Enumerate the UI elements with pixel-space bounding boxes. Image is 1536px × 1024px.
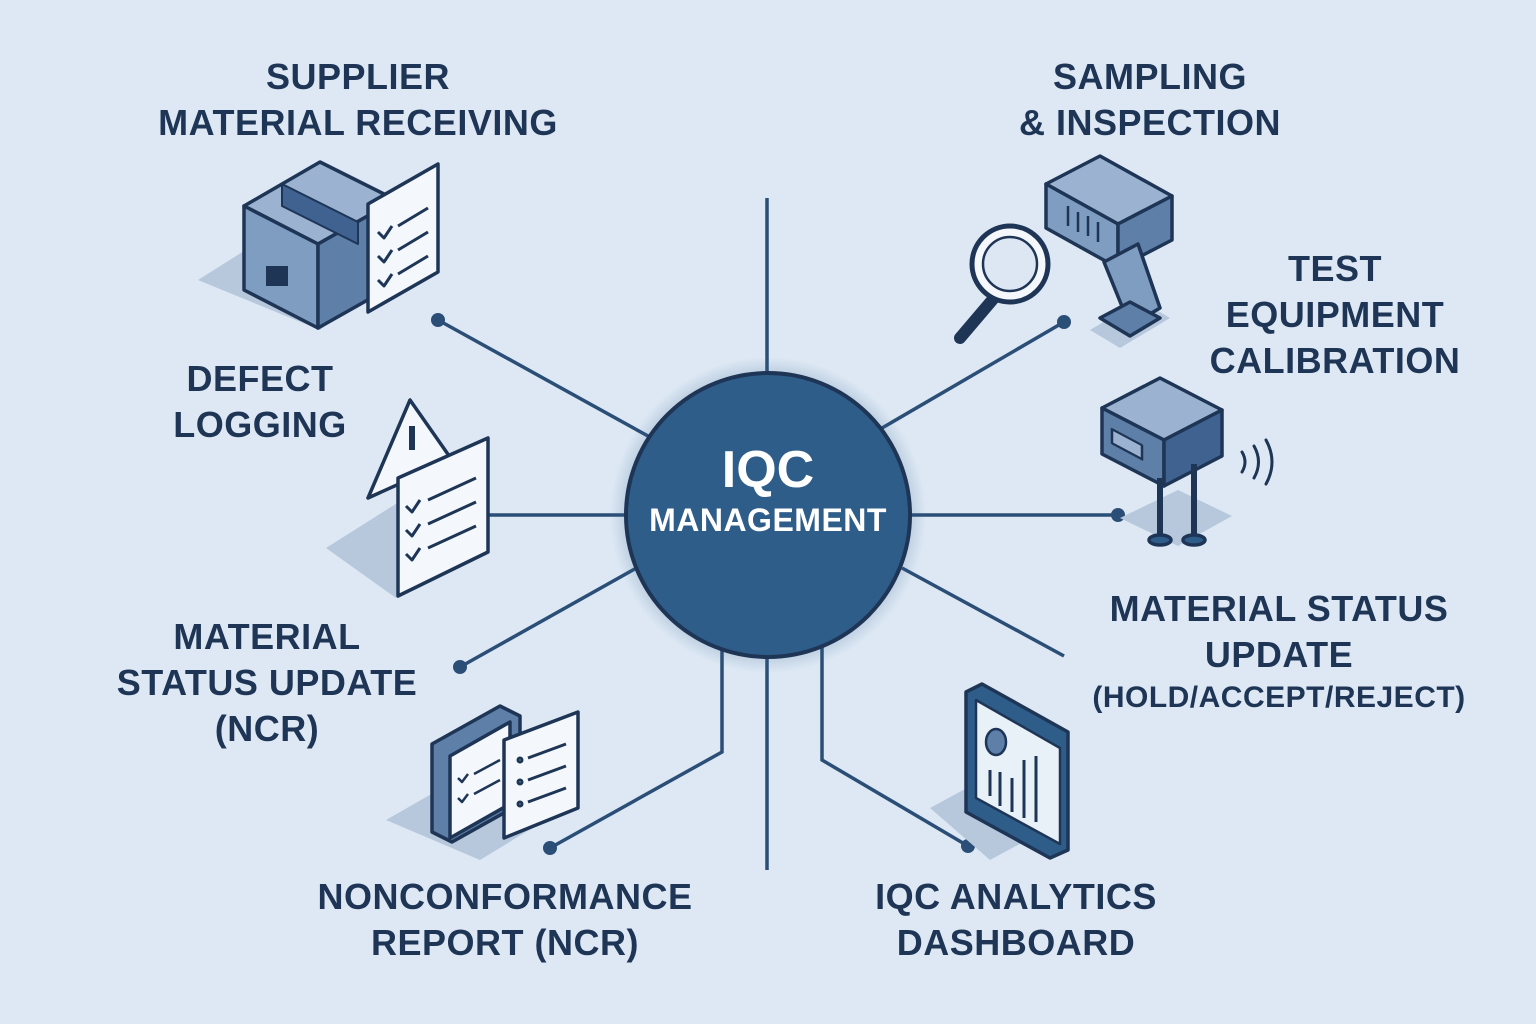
connector-sampling [881, 320, 1065, 430]
label-ncr-report: NONCONFORMANCE REPORT (NCR) [290, 874, 720, 966]
label-line: IQC ANALYTICS [875, 876, 1157, 917]
label-line: (NCR) [214, 708, 320, 749]
hub-title: IQC [721, 441, 815, 499]
scanner-magnifier-icon [954, 154, 1174, 348]
label-line: DASHBOARD [896, 922, 1136, 963]
label-line: SUPPLIER [265, 56, 451, 97]
connectors [437, 198, 1118, 870]
label-line: DEFECT [186, 358, 334, 399]
folder-documents-icon [386, 704, 580, 860]
label-line: REPORT (NCR) [371, 922, 639, 963]
label-supplier-receiving: SUPPLIER MATERIAL RECEIVING [138, 54, 578, 146]
label-line: MATERIAL STATUS [1109, 588, 1449, 629]
connector-ncr-report [549, 646, 724, 850]
label-line: EQUIPMENT [1225, 294, 1445, 335]
label-line: CALIBRATION [1209, 340, 1461, 381]
warning-document-icon [326, 398, 490, 598]
box-checklist-icon [198, 160, 440, 330]
connector-supplier [437, 318, 649, 438]
label-note: (HOLD/ACCEPT/REJECT) [1092, 681, 1466, 714]
label-line: MATERIAL RECEIVING [158, 102, 558, 143]
label-line: & INSPECTION [1018, 102, 1282, 143]
label-line: STATUS UPDATE [116, 662, 418, 703]
label-defect-logging: DEFECT LOGGING [150, 356, 370, 448]
hub-label: IQC MANAGEMENT [626, 440, 910, 540]
label-line: TEST [1287, 248, 1382, 289]
tablet-dashboard-icon [930, 682, 1070, 860]
label-line: LOGGING [173, 404, 347, 445]
label-line: MATERIAL [173, 616, 361, 657]
hub-circle [624, 371, 912, 659]
label-analytics: IQC ANALYTICS DASHBOARD [846, 874, 1186, 966]
label-line: SAMPLING [1052, 56, 1247, 97]
connector-status-right [901, 566, 1065, 658]
connector-analytics [820, 646, 969, 848]
hub-subtitle: MANAGEMENT [649, 502, 887, 538]
label-sampling-inspection: SAMPLING & INSPECTION [960, 54, 1340, 146]
connector-status-ncr [459, 564, 641, 669]
label-material-status-ncr: MATERIAL STATUS UPDATE (NCR) [100, 614, 434, 752]
label-material-status-right: MATERIAL STATUS UPDATE (HOLD/ACCEPT/REJE… [1076, 586, 1482, 718]
sensor-device-icon [1100, 376, 1274, 547]
label-line: NONCONFORMANCE [317, 876, 693, 917]
label-line: UPDATE [1204, 634, 1354, 675]
label-test-equipment: TEST EQUIPMENT CALIBRATION [1180, 246, 1490, 384]
connector-dots [431, 313, 1125, 855]
